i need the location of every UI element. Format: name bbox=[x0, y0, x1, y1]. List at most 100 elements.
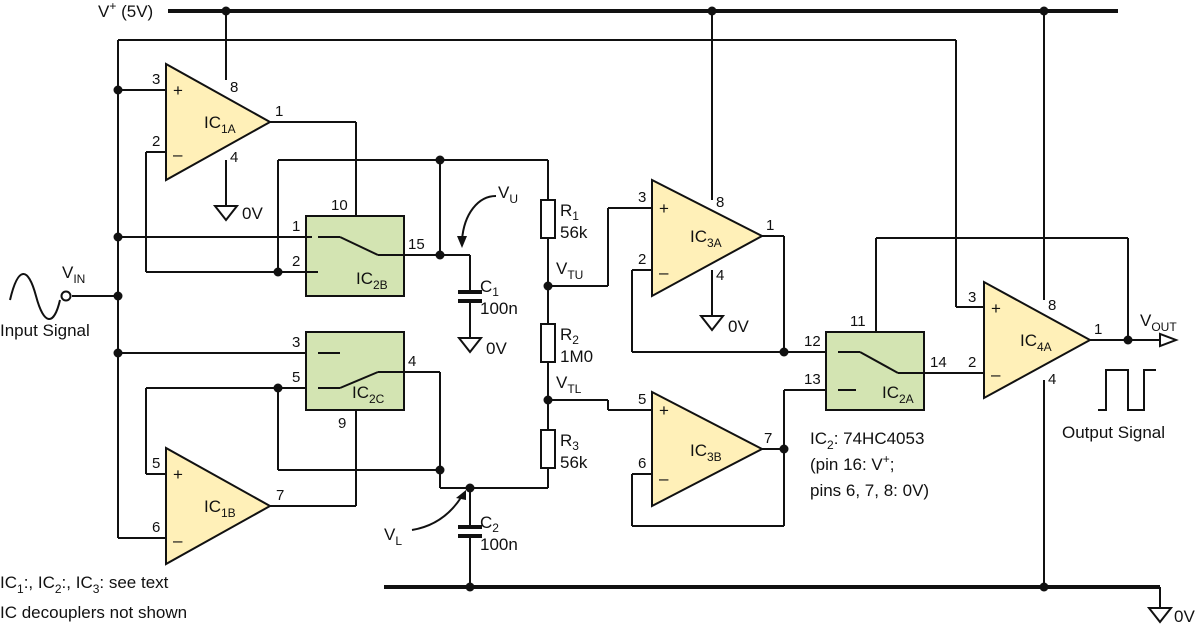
plus-sign: + bbox=[659, 199, 669, 218]
switch-ic2b: IC2B 1 2 10 15 bbox=[292, 197, 425, 297]
ground-symbol-ic1a: 0V bbox=[212, 198, 263, 223]
svg-text:9: 9 bbox=[338, 415, 346, 432]
svg-text:1: 1 bbox=[766, 217, 774, 234]
minus-sign: – bbox=[173, 145, 183, 164]
svg-text:R3: R3 bbox=[560, 431, 579, 453]
switch-ic2a: IC2A 12 13 11 14 bbox=[804, 313, 947, 411]
svg-text:7: 7 bbox=[276, 487, 284, 504]
svg-text:IC1A: IC1A bbox=[204, 113, 236, 136]
svg-text:6: 6 bbox=[638, 455, 646, 472]
svg-text:(pin 16: V+;: (pin 16: V+; bbox=[810, 452, 895, 474]
ic2-note: IC2: 74HC4053 (pin 16: V+; pins 6, 7, 8:… bbox=[810, 429, 929, 500]
ground-symbol-ic3a: 0V bbox=[698, 315, 749, 336]
svg-text:100n: 100n bbox=[480, 535, 518, 554]
svg-text:8: 8 bbox=[1048, 297, 1056, 314]
plus-sign: + bbox=[991, 299, 1001, 318]
opamp-ic3b: + – IC3B 5 6 7 bbox=[638, 390, 772, 508]
svg-text:5: 5 bbox=[638, 391, 646, 408]
plus-sign: + bbox=[173, 81, 183, 100]
svg-text:pins 6, 7, 8: 0V): pins 6, 7, 8: 0V) bbox=[810, 481, 929, 500]
svg-text:5: 5 bbox=[152, 455, 160, 472]
svg-text:0V: 0V bbox=[486, 339, 507, 358]
svg-text:1: 1 bbox=[1094, 321, 1102, 338]
opamp-ic1b: + – IC1B 5 6 7 bbox=[152, 446, 284, 566]
capacitor-c2: C2 100n bbox=[458, 513, 518, 554]
input-terminal: VIN Input Signal bbox=[0, 263, 90, 340]
capacitor-c1: C1 100n bbox=[458, 277, 518, 318]
svg-text:3: 3 bbox=[292, 334, 300, 351]
svg-text:5: 5 bbox=[292, 369, 300, 386]
svg-text:1: 1 bbox=[275, 103, 283, 120]
svg-text:VL: VL bbox=[384, 525, 402, 548]
minus-sign: – bbox=[659, 469, 669, 488]
svg-text:IC3A: IC3A bbox=[690, 227, 722, 250]
svg-text:4: 4 bbox=[230, 149, 238, 166]
opamp-ic4a: + – IC4A 3 2 1 8 4 bbox=[968, 280, 1102, 400]
ground-symbol-c1: 0V bbox=[456, 337, 507, 358]
svg-text:C1: C1 bbox=[480, 277, 499, 299]
svg-text:4: 4 bbox=[408, 353, 416, 370]
svg-text:15: 15 bbox=[408, 236, 425, 253]
svg-text:7: 7 bbox=[764, 430, 772, 447]
svg-text:14: 14 bbox=[930, 354, 947, 371]
node-vu: VU bbox=[457, 183, 518, 248]
switch-ic2c: IC2C 3 5 9 4 bbox=[292, 331, 416, 432]
svg-text:6: 6 bbox=[152, 519, 160, 536]
svg-text:3: 3 bbox=[638, 189, 646, 206]
svg-text:12: 12 bbox=[804, 333, 821, 350]
svg-text:VIN: VIN bbox=[62, 263, 85, 286]
node-vl: VL bbox=[384, 490, 466, 548]
svg-text:VOUT: VOUT bbox=[1140, 311, 1177, 334]
svg-text:IC decouplers not shown: IC decouplers not shown bbox=[0, 603, 187, 622]
footnote: IC1:, IC2:, IC3: see text IC decouplers … bbox=[0, 573, 187, 622]
svg-text:8: 8 bbox=[230, 79, 238, 96]
output-arrow-icon bbox=[1159, 332, 1179, 348]
minus-sign: – bbox=[659, 263, 669, 282]
svg-text:C2: C2 bbox=[480, 513, 499, 535]
svg-text:4: 4 bbox=[716, 267, 724, 284]
svg-text:4: 4 bbox=[1048, 371, 1056, 388]
svg-text:R1: R1 bbox=[560, 201, 579, 223]
svg-text:56k: 56k bbox=[560, 453, 588, 472]
svg-text:0V: 0V bbox=[242, 204, 263, 223]
svg-text:0V: 0V bbox=[728, 317, 749, 336]
resistor-r1: R1 56k bbox=[540, 199, 588, 242]
svg-text:IC1B: IC1B bbox=[204, 497, 236, 520]
svg-text:IC2: 74HC4053: IC2: 74HC4053 bbox=[810, 429, 924, 452]
node-vtl: VTL bbox=[556, 373, 582, 396]
vplus-label: V+ (5V) bbox=[98, 0, 153, 21]
svg-text:2: 2 bbox=[292, 253, 300, 270]
svg-text:IC2B: IC2B bbox=[356, 269, 388, 292]
svg-text:IC2A: IC2A bbox=[882, 383, 914, 406]
junction-dots bbox=[113, 6, 1133, 592]
svg-text:100n: 100n bbox=[480, 299, 518, 318]
svg-text:11: 11 bbox=[850, 313, 866, 330]
svg-text:IC2C: IC2C bbox=[352, 383, 385, 406]
svg-text:2: 2 bbox=[152, 133, 160, 150]
svg-text:3: 3 bbox=[152, 71, 160, 88]
svg-text:56k: 56k bbox=[560, 223, 588, 242]
plus-sign: + bbox=[173, 465, 183, 484]
svg-text:IC4A: IC4A bbox=[1020, 331, 1052, 354]
svg-text:1M0: 1M0 bbox=[560, 347, 593, 366]
svg-text:2: 2 bbox=[968, 354, 976, 371]
svg-text:3: 3 bbox=[968, 289, 976, 306]
svg-text:0V: 0V bbox=[1174, 607, 1195, 626]
sine-wave-icon bbox=[9, 273, 61, 320]
output-terminal: VOUT Output Signal bbox=[1062, 311, 1179, 442]
svg-text:VU: VU bbox=[498, 183, 518, 206]
svg-text:IC3B: IC3B bbox=[690, 441, 722, 464]
resistor-r2: R2 1M0 bbox=[540, 323, 593, 366]
output-caption: Output Signal bbox=[1062, 423, 1165, 442]
svg-text:2: 2 bbox=[638, 251, 646, 268]
opamp-ic1a: + – IC1A 3 2 1 8 4 bbox=[152, 62, 283, 182]
svg-text:8: 8 bbox=[716, 194, 724, 211]
input-caption: Input Signal bbox=[0, 321, 90, 340]
ground-symbol-rail: 0V bbox=[1146, 607, 1195, 626]
node-vtu: VTU bbox=[556, 259, 583, 282]
square-wave-icon bbox=[1098, 369, 1156, 411]
minus-sign: – bbox=[173, 531, 183, 550]
svg-text:13: 13 bbox=[804, 371, 821, 388]
svg-text:10: 10 bbox=[331, 197, 348, 214]
